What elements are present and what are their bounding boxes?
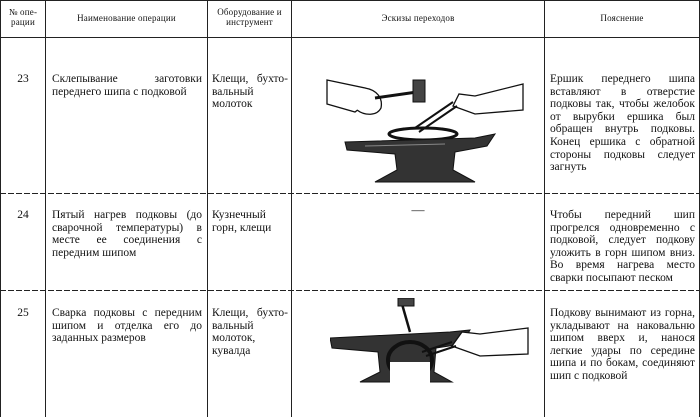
header-divider [0, 37, 700, 38]
equipment-text: Клещи, бухто-вальный молоток, кувалда [212, 307, 288, 357]
row-number: 25 [17, 307, 29, 319]
header-note: Пояснение [600, 13, 644, 23]
operation-name: Пятый нагрев подковы (до сварочной темпе… [52, 209, 202, 259]
row-divider [0, 290, 700, 291]
header-sketch: Эскизы переходов [381, 13, 455, 23]
equipment-text: Клещи, бухто-вальный молоток [212, 73, 288, 111]
table-border-left [0, 0, 1, 417]
equipment-text: Кузнечный горн, клещи [212, 209, 272, 234]
column-divider [45, 0, 46, 417]
column-divider [291, 0, 292, 417]
note-text: Чтобы передний шип прогрелся одновременн… [550, 209, 695, 284]
header-equipment: Оборудование и инструмент [217, 7, 282, 27]
sketch-none-dash: — [411, 202, 425, 217]
note-text: Ершик переднего шипа вставляют в отверст… [550, 73, 695, 174]
row-number: 24 [17, 209, 29, 221]
operation-name: Сварка подковы с передним шипом и отделк… [52, 307, 202, 345]
operation-name: Склепывание заготовки переднего шипа с п… [52, 73, 202, 98]
note-text: Подкову вынимают из горна, укладывают на… [550, 307, 695, 382]
row-divider [0, 193, 700, 194]
header-op-name: Наименование операции [77, 13, 176, 23]
table-border-top [0, 0, 700, 1]
column-divider [544, 0, 545, 417]
row-number: 23 [17, 73, 29, 85]
sketch-welding-horseshoe [330, 298, 529, 384]
sketch-hammer-anvil [326, 79, 524, 183]
header-op-no: № опе-рации [8, 7, 38, 27]
column-divider [207, 0, 208, 417]
